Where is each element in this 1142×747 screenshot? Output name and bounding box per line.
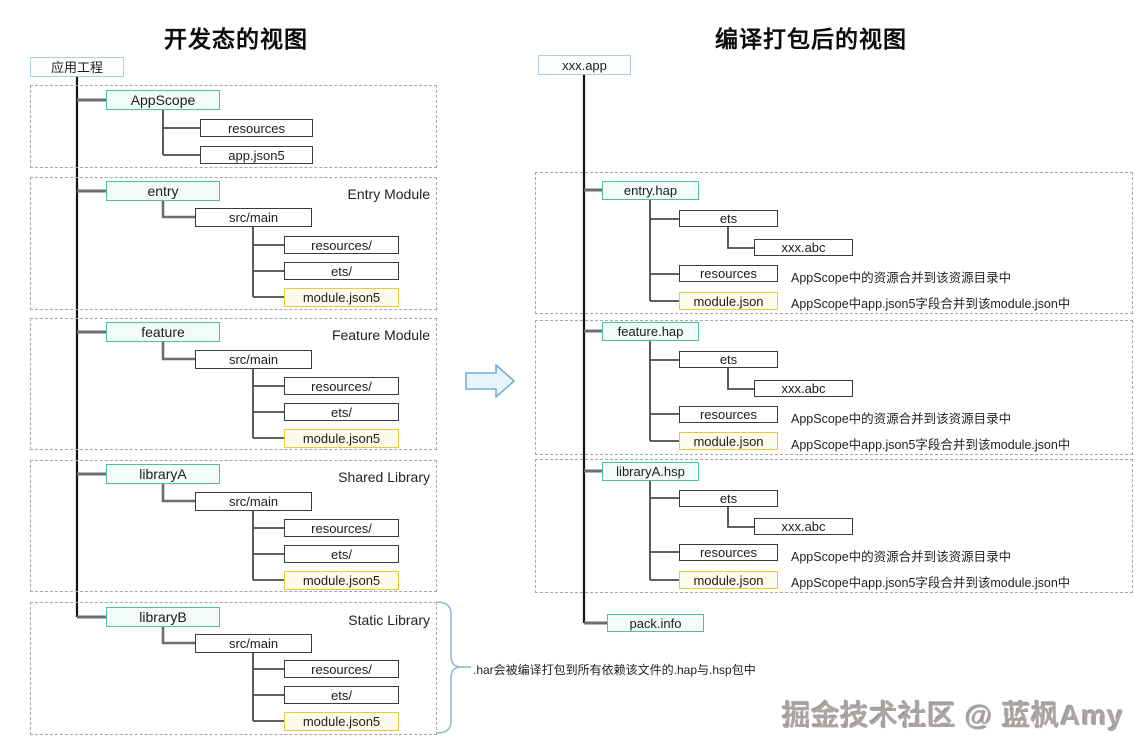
node-libraryB-srcmain: src/main bbox=[195, 634, 312, 653]
note-har-packaging: .har会被编译打包到所有依赖该文件的.hap与.hsp包中 bbox=[473, 663, 756, 677]
transform-arrow-icon bbox=[465, 364, 515, 398]
node-feature-hap-xxxabc: xxx.abc bbox=[754, 380, 853, 397]
node-entry-hap: entry.hap bbox=[602, 181, 699, 200]
node-entry-hap-ets: ets bbox=[679, 210, 778, 227]
node-appscope: AppScope bbox=[106, 90, 220, 110]
node-libraryA-hsp-modulejson: module.json bbox=[679, 571, 778, 589]
node-libraryB-resources: resources/ bbox=[284, 660, 399, 678]
note-feature-resources-merge: AppScope中的资源合并到该资源目录中 bbox=[791, 412, 1012, 426]
node-libraryA-hsp: libraryA.hsp bbox=[602, 462, 699, 481]
node-feature-srcmain: src/main bbox=[195, 350, 312, 369]
node-libraryA-hsp-xxxabc: xxx.abc bbox=[754, 518, 853, 535]
node-feature-hap-ets: ets bbox=[679, 351, 778, 368]
section-feature-hap bbox=[535, 320, 1133, 455]
node-libraryA-modulejson5: module.json5 bbox=[284, 571, 399, 590]
note-entry-resources-merge: AppScope中的资源合并到该资源目录中 bbox=[791, 271, 1012, 285]
node-feature-hap-modulejson: module.json bbox=[679, 432, 778, 450]
module-type-libraryA: Shared Library bbox=[338, 469, 430, 485]
node-pack-info: pack.info bbox=[607, 614, 704, 632]
node-libraryA-hsp-ets: ets bbox=[679, 490, 778, 507]
node-feature-hap-resources: resources bbox=[679, 406, 778, 423]
node-libraryA-ets: ets/ bbox=[284, 545, 399, 563]
node-app-project: 应用工程 bbox=[30, 57, 124, 77]
page-title-packaged-view: 编译打包后的视图 bbox=[715, 26, 907, 52]
node-libraryA: libraryA bbox=[106, 464, 220, 484]
note-feature-modulejson-merge: AppScope中app.json5字段合并到该module.json中 bbox=[791, 438, 1071, 452]
section-feature-module bbox=[30, 318, 437, 450]
page-title-dev-view: 开发态的视图 bbox=[164, 26, 308, 52]
node-libraryA-hsp-resources: resources bbox=[679, 544, 778, 561]
module-type-libraryB: Static Library bbox=[348, 612, 430, 628]
node-feature-ets: ets/ bbox=[284, 403, 399, 421]
section-entry-hap bbox=[535, 172, 1133, 314]
section-static-library bbox=[30, 602, 437, 735]
module-type-feature: Feature Module bbox=[331, 327, 430, 343]
module-type-entry: Entry Module bbox=[347, 186, 430, 202]
note-libraryA-resources-merge: AppScope中的资源合并到该资源目录中 bbox=[791, 550, 1012, 564]
har-brace-icon bbox=[436, 601, 462, 734]
node-entry-ets: ets/ bbox=[284, 262, 399, 280]
node-feature-resources: resources/ bbox=[284, 377, 399, 395]
node-feature-hap: feature.hap bbox=[602, 322, 699, 341]
node-libraryB: libraryB bbox=[106, 607, 220, 627]
node-entry: entry bbox=[106, 181, 220, 201]
section-entry-module bbox=[30, 177, 437, 310]
node-libraryB-ets: ets/ bbox=[284, 686, 399, 704]
node-entry-hap-modulejson: module.json bbox=[679, 292, 778, 310]
node-entry-srcmain: src/main bbox=[195, 208, 312, 227]
note-entry-modulejson-merge: AppScope中app.json5字段合并到该module.json中 bbox=[791, 297, 1071, 311]
section-shared-library bbox=[30, 460, 437, 592]
section-appscope bbox=[30, 85, 437, 168]
node-libraryA-resources: resources/ bbox=[284, 519, 399, 537]
section-libraryA-hsp bbox=[535, 459, 1133, 593]
node-libraryA-srcmain: src/main bbox=[195, 492, 312, 511]
node-libraryB-modulejson5: module.json5 bbox=[284, 712, 399, 731]
node-entry-resources: resources/ bbox=[284, 236, 399, 254]
watermark: 掘金技术社区 @ 蓝枫Amy bbox=[782, 700, 1124, 731]
node-entry-hap-xxxabc: xxx.abc bbox=[754, 239, 853, 256]
node-xxx-app: xxx.app bbox=[538, 55, 631, 75]
node-feature-modulejson5: module.json5 bbox=[284, 429, 399, 448]
node-entry-modulejson5: module.json5 bbox=[284, 288, 399, 307]
note-libraryA-modulejson-merge: AppScope中app.json5字段合并到该module.json中 bbox=[791, 576, 1071, 590]
node-feature: feature bbox=[106, 322, 220, 342]
node-appscope-resources: resources bbox=[200, 119, 313, 137]
node-appscope-appjson5: app.json5 bbox=[200, 146, 313, 164]
node-entry-hap-resources: resources bbox=[679, 265, 778, 282]
